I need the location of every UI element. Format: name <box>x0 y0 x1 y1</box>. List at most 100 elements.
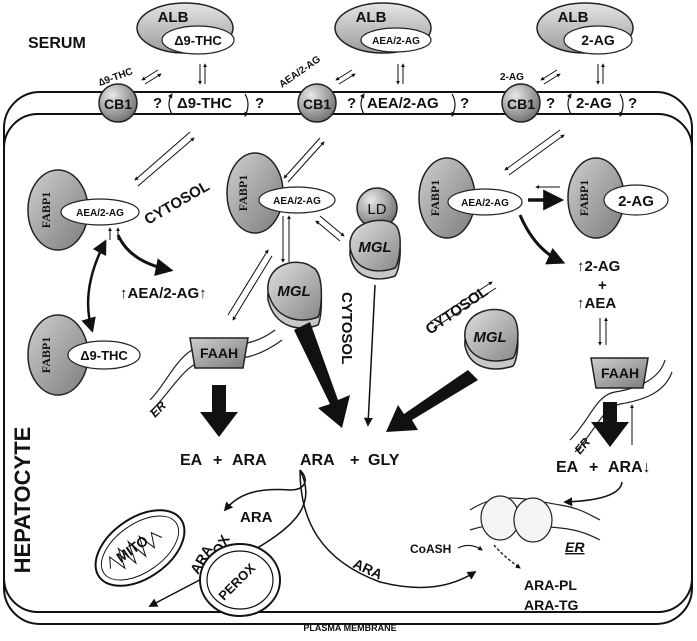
center-fabp-arrows <box>227 215 345 321</box>
product-ea-right: EA <box>556 459 579 476</box>
fabp1-aea-left: FABP1 AEA/2-AG <box>27 169 140 251</box>
fabp1-aea-right: FABP1 AEA/2-AG <box>418 157 523 239</box>
ld-mgl-arrow <box>363 284 376 427</box>
fabp1-label: FABP1 <box>39 337 53 373</box>
membrane-2ag: 2-AG <box>576 95 612 112</box>
q1: ? <box>153 95 162 112</box>
q4: ? <box>460 95 469 112</box>
mgl-ld: MGL <box>349 219 401 280</box>
er-right <box>569 359 673 453</box>
fabp1-label: FABP1 <box>428 180 442 216</box>
q5: ? <box>546 95 555 112</box>
plus-1: + <box>213 452 222 469</box>
er-label-bottom: ER <box>565 539 585 555</box>
mgl-label: MGL <box>473 329 506 346</box>
er-label-left: ER <box>147 398 169 420</box>
left-fabp-arrows <box>81 227 174 333</box>
membrane-thc: Δ9-THC <box>177 95 232 112</box>
plasma-membrane-label: PLASMA MEMBRANE <box>303 623 396 633</box>
ara-label-1: ARA <box>240 509 273 526</box>
inner-membrane <box>3 113 693 613</box>
plus-4: + <box>589 459 598 476</box>
plus-3: + <box>598 277 607 294</box>
right-vertical-eq <box>429 281 608 346</box>
alb-ligand-label: 2-AG <box>581 32 615 48</box>
fabp1-ligand: 2-AG <box>618 193 654 210</box>
coash-label: CoASH <box>410 542 451 556</box>
fabp1-ligand: AEA/2-AG <box>461 198 509 209</box>
ara-label-3: ARA <box>351 555 385 582</box>
product-ara-center: ARA <box>300 452 335 469</box>
product-ara-pl: ARA-PL <box>524 577 577 593</box>
alb-label: ALB <box>356 9 387 26</box>
increase-aea-2ag: ↑AEA/2-AG↑ <box>120 285 207 302</box>
faah-label: FAAH <box>200 345 238 361</box>
fabp1-thc-left: FABP1 Δ9-THC <box>27 314 141 396</box>
ld-label: LD <box>367 201 386 218</box>
fabp1-ligand: Δ9-THC <box>80 348 128 363</box>
ara-distribution-arrows <box>148 469 477 607</box>
membrane-aea: AEA/2-AG <box>367 95 439 112</box>
mgl-center-left: MGL <box>267 261 323 329</box>
bold-hydrolysis-arrows <box>200 322 478 437</box>
peroxisome <box>199 543 281 617</box>
alb-ligand-label: AEA/2-AG <box>372 36 420 47</box>
plus-2: + <box>350 452 359 469</box>
product-ea-left: EA <box>180 452 203 469</box>
alb-ligand-label: Δ9-THC <box>174 33 222 48</box>
cb1-receptor-2: AEA/2-AG CB1 <box>277 54 337 123</box>
cb1-ligand-small: 2-AG <box>500 72 524 83</box>
albumin-2ag: ALB 2-AG <box>536 2 634 55</box>
alb-label: ALB <box>558 9 589 26</box>
fabp1-2ag-right: FABP1 2-AG <box>567 157 669 239</box>
enzyme-subunit-2 <box>513 497 553 543</box>
cb1-label: CB1 <box>104 96 132 112</box>
faah-right: FAAH <box>590 357 649 389</box>
albumin-aea: ALB AEA/2-AG <box>334 2 432 54</box>
q2: ? <box>255 95 264 112</box>
cb1-label: CB1 <box>507 96 535 112</box>
mitochondrion <box>94 509 186 587</box>
fabp1-label: FABP1 <box>39 192 53 228</box>
product-ara-left: ARA <box>232 452 267 469</box>
albumin-thc: ALB Δ9-THC <box>136 2 235 55</box>
serum-label: SERUM <box>28 35 86 52</box>
enzyme-subunit-1 <box>480 495 520 541</box>
membrane-flip-arrows <box>167 93 624 117</box>
right-fabp-arrows <box>518 185 566 265</box>
q3: ? <box>347 95 356 112</box>
hepatocyte-label: HEPATOCYTE <box>10 427 35 574</box>
product-gly: GLY <box>368 452 400 469</box>
alb-label: ALB <box>158 9 189 26</box>
acylation-arrow <box>493 544 521 569</box>
increase-aea: ↑AEA <box>577 295 616 312</box>
faah-left: FAAH <box>189 337 249 369</box>
ld-droplet: LD <box>356 187 398 229</box>
fabp1-label: FABP1 <box>577 180 591 216</box>
er-label-right: ER <box>572 435 594 457</box>
fabp1-ligand: AEA/2-AG <box>273 196 321 207</box>
faah-label: FAAH <box>601 365 639 381</box>
cb1-receptor-1: ∆9-THC CB1 <box>97 66 138 123</box>
ara-to-er-arrow <box>563 481 623 507</box>
cb1-label: CB1 <box>303 96 331 112</box>
fabp1-label: FABP1 <box>236 175 250 211</box>
membrane-to-cytosol-arrows <box>134 129 565 187</box>
cb1-receptor-3: 2-AG CB1 <box>500 72 541 123</box>
cytosol-label-1: CYTOSOL <box>142 178 213 229</box>
increase-2ag: ↑2-AG <box>577 258 620 275</box>
product-ara-down: ARA↓ <box>608 459 651 476</box>
fabp1-ligand: AEA/2-AG <box>76 208 124 219</box>
fabp1-aea-center: FABP1 AEA/2-AG <box>226 152 336 234</box>
product-ara-tg: ARA-TG <box>524 597 579 613</box>
q6: ? <box>628 95 637 112</box>
coash-arrow <box>457 544 483 551</box>
mgl-label: MGL <box>277 283 310 300</box>
serum-equilibrium-arrows <box>141 63 605 85</box>
cytosol-label-2: CYTOSOL <box>338 292 355 364</box>
bold-arrow-right <box>591 402 629 447</box>
mgl-right: MGL <box>464 308 519 370</box>
mgl-label: MGL <box>358 239 391 256</box>
